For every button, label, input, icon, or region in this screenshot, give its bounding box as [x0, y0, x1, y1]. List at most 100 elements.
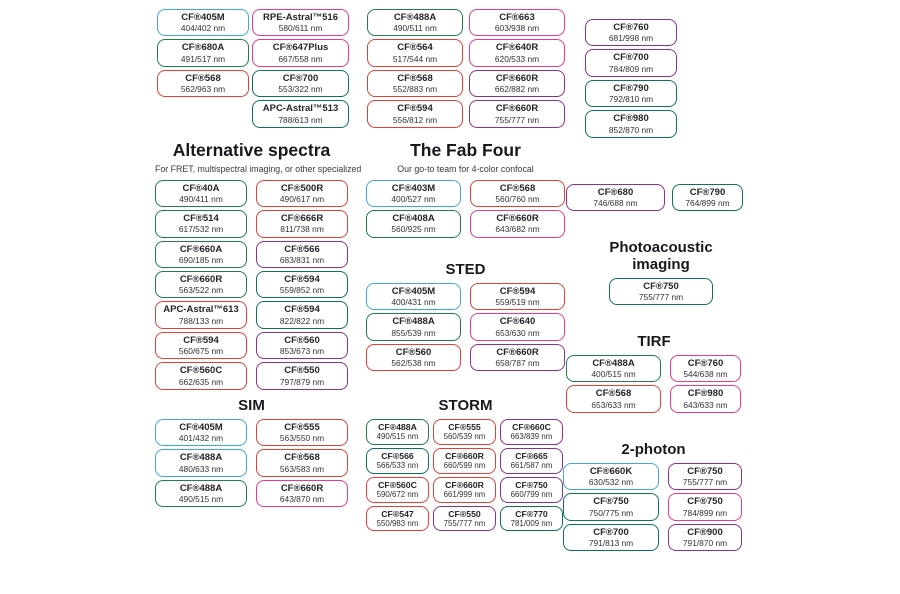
dye-name: CF®660C	[512, 421, 551, 432]
dye-name: RPE-Astral™516	[263, 12, 338, 23]
dye-wavelengths: 660/799 nm	[510, 490, 553, 500]
dye-name: CF®488A	[378, 421, 417, 432]
dye-wavelengths: 746/688 nm	[593, 198, 638, 209]
dye-wavelengths: 797/879 nm	[279, 376, 325, 387]
dye-name: CF®547	[381, 508, 414, 519]
dye-wavelengths: 855/539 nm	[391, 327, 436, 338]
dye-wavelengths: 562/538 nm	[391, 358, 436, 369]
dye-name: CF®663	[499, 12, 535, 23]
dye-name: CF®594	[284, 304, 320, 316]
dye-wavelengths: 400/527 nm	[391, 193, 436, 204]
dye-name: CF®405M	[391, 285, 436, 297]
dye-wavelengths: 660/599 nm	[443, 461, 486, 471]
dye-name: CF®750	[515, 479, 548, 490]
dye-name: CF®647Plus	[272, 42, 329, 54]
dye-wavelengths: 643/870 nm	[279, 494, 325, 505]
dye-wavelengths: 781/009 nm	[510, 519, 553, 528]
dye-wavelengths: 690/185 nm	[178, 254, 224, 265]
dye-wavelengths: 788/613 nm	[278, 114, 323, 125]
dye-name: CF®594	[397, 103, 433, 115]
dye-name: CF®408A	[392, 213, 435, 225]
dye-wavelengths: 653/630 nm	[495, 327, 540, 338]
dye-wavelengths: 755/777 nm	[494, 114, 540, 125]
dye-wavelengths: 401/432 nm	[178, 433, 224, 444]
